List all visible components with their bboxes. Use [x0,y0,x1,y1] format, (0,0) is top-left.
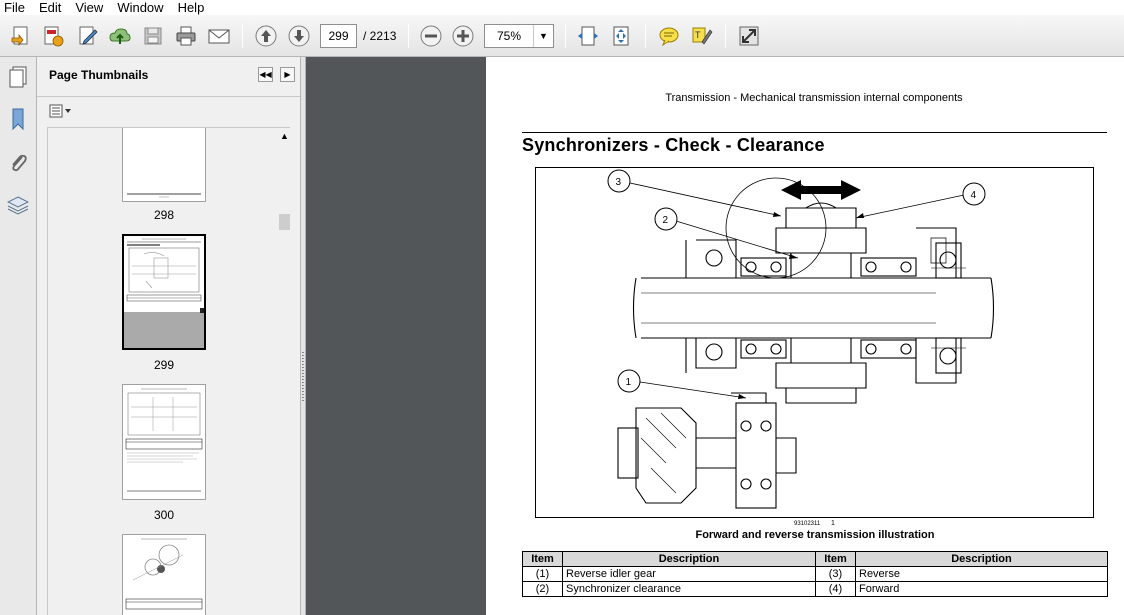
thumbnails-panel: Page Thumbnails ◀◀ ▶ 298 [37,57,300,615]
convert-icon[interactable] [39,22,67,50]
table-row: (1) Reverse idler gear (3) Reverse [522,566,1108,582]
zoom-select[interactable]: 75% ▼ [484,24,554,48]
column-header: Description [562,551,816,567]
fit-page-icon[interactable] [607,22,635,50]
upload-icon[interactable] [106,22,134,50]
menu-window[interactable]: Window [117,0,164,15]
options-icon [49,104,71,118]
prev-page-icon[interactable] [252,22,280,50]
panel-title: Page Thumbnails [49,68,149,82]
thumbnail-page-298[interactable] [122,128,206,202]
legend-table: Item Description Item Description (1) Re… [522,551,1108,597]
thumbnail-list: 298 299 [47,127,290,615]
attachments-icon[interactable] [4,149,32,177]
bookmarks-icon[interactable] [4,105,32,133]
zoom-in-icon[interactable] [449,22,477,50]
menu-edit[interactable]: Edit [38,0,62,15]
menu-bar: File Edit View Window Help [0,0,1124,15]
edit-icon[interactable] [74,22,102,50]
callout-4: 4 [971,190,977,201]
column-header: Item [815,551,856,567]
figure-number: 1 [831,520,835,527]
page-number-input[interactable]: 299 [320,24,357,48]
next-page-icon[interactable] [285,22,313,50]
page-title: Synchronizers - Check - Clearance [522,135,825,155]
callout-1: 1 [626,377,632,388]
table-cell: (3) [815,566,856,582]
zoom-value: 75% [497,29,522,43]
table-cell: (2) [522,581,563,597]
table-row: (2) Synchronizer clearance (4) Forward [522,581,1108,597]
figure-code: 93102311 [794,521,821,527]
panel-splitter[interactable] [300,57,306,615]
column-header: Item [522,551,563,567]
table-cell: (4) [815,581,856,597]
table-cell: Forward [855,581,1108,597]
comment-icon[interactable] [655,22,683,50]
zoom-out-icon[interactable] [417,22,445,50]
page-total: / 2213 [363,29,397,43]
scroll-up-icon[interactable]: ▲ [280,131,289,141]
header-rule [522,132,1107,133]
transmission-illustration: 3 2 4 1 [535,167,1094,518]
options-menu-button[interactable] [49,103,75,119]
toolbar-separator [565,24,566,48]
collapse-panel-icon[interactable]: ◀◀ [258,67,273,82]
chevron-down-icon[interactable]: ▼ [533,25,553,47]
svg-text:T: T [695,30,701,40]
toolbar: 299 / 2213 75% ▼ T [0,15,1124,57]
toolbar-separator [645,24,646,48]
document-viewport[interactable]: Transmission - Mechanical transmission i… [306,57,1124,615]
fit-width-icon[interactable] [574,22,602,50]
email-icon[interactable] [205,22,233,50]
menu-view[interactable]: View [75,0,104,15]
splitter-grip[interactable] [302,352,304,402]
page-header: Transmission - Mechanical transmission i… [665,92,963,104]
toolbar-separator [242,24,243,48]
pages-icon[interactable] [4,63,32,91]
transmission-drawing: 3 2 4 1 [607,169,995,509]
thumbnail-scrollbar[interactable]: ▲ [278,128,290,615]
scrollbar-thumb[interactable] [279,214,290,230]
figure-caption: Forward and reverse transmission illustr… [695,529,935,541]
toolbar-separator [408,24,409,48]
expand-icon[interactable] [735,22,763,50]
print-icon[interactable] [172,22,200,50]
table-cell: (1) [522,566,563,582]
table-cell: Reverse [855,566,1108,582]
table-cell: Reverse idler gear [562,566,816,582]
thumbnail-page-300[interactable] [122,384,206,500]
toolbar-separator [725,24,726,48]
callout-3: 3 [616,177,622,188]
highlight-icon[interactable]: T [688,22,716,50]
callout-2: 2 [663,215,669,226]
thumbnail-page-301[interactable] [122,534,206,615]
thumbnail-label: 299 [153,358,175,372]
thumbnail-label: 298 [153,208,175,222]
chevron-right-icon[interactable]: ▶ [280,67,295,82]
thumbnail-label: 300 [153,508,175,522]
panel-header: Page Thumbnails ◀◀ ▶ [37,57,300,97]
pdf-page: Transmission - Mechanical transmission i… [486,57,1124,615]
thumbnail-page-299[interactable] [122,234,206,350]
navigation-rail [0,57,37,615]
table-header-row: Item Description Item Description [522,551,1108,567]
create-pdf-icon[interactable] [7,22,35,50]
column-header: Description [855,551,1108,567]
menu-help[interactable]: Help [177,0,205,15]
layers-icon[interactable] [4,191,32,219]
table-cell: Synchronizer clearance [562,581,816,597]
menu-file[interactable]: File [4,0,25,15]
save-icon[interactable] [139,22,167,50]
